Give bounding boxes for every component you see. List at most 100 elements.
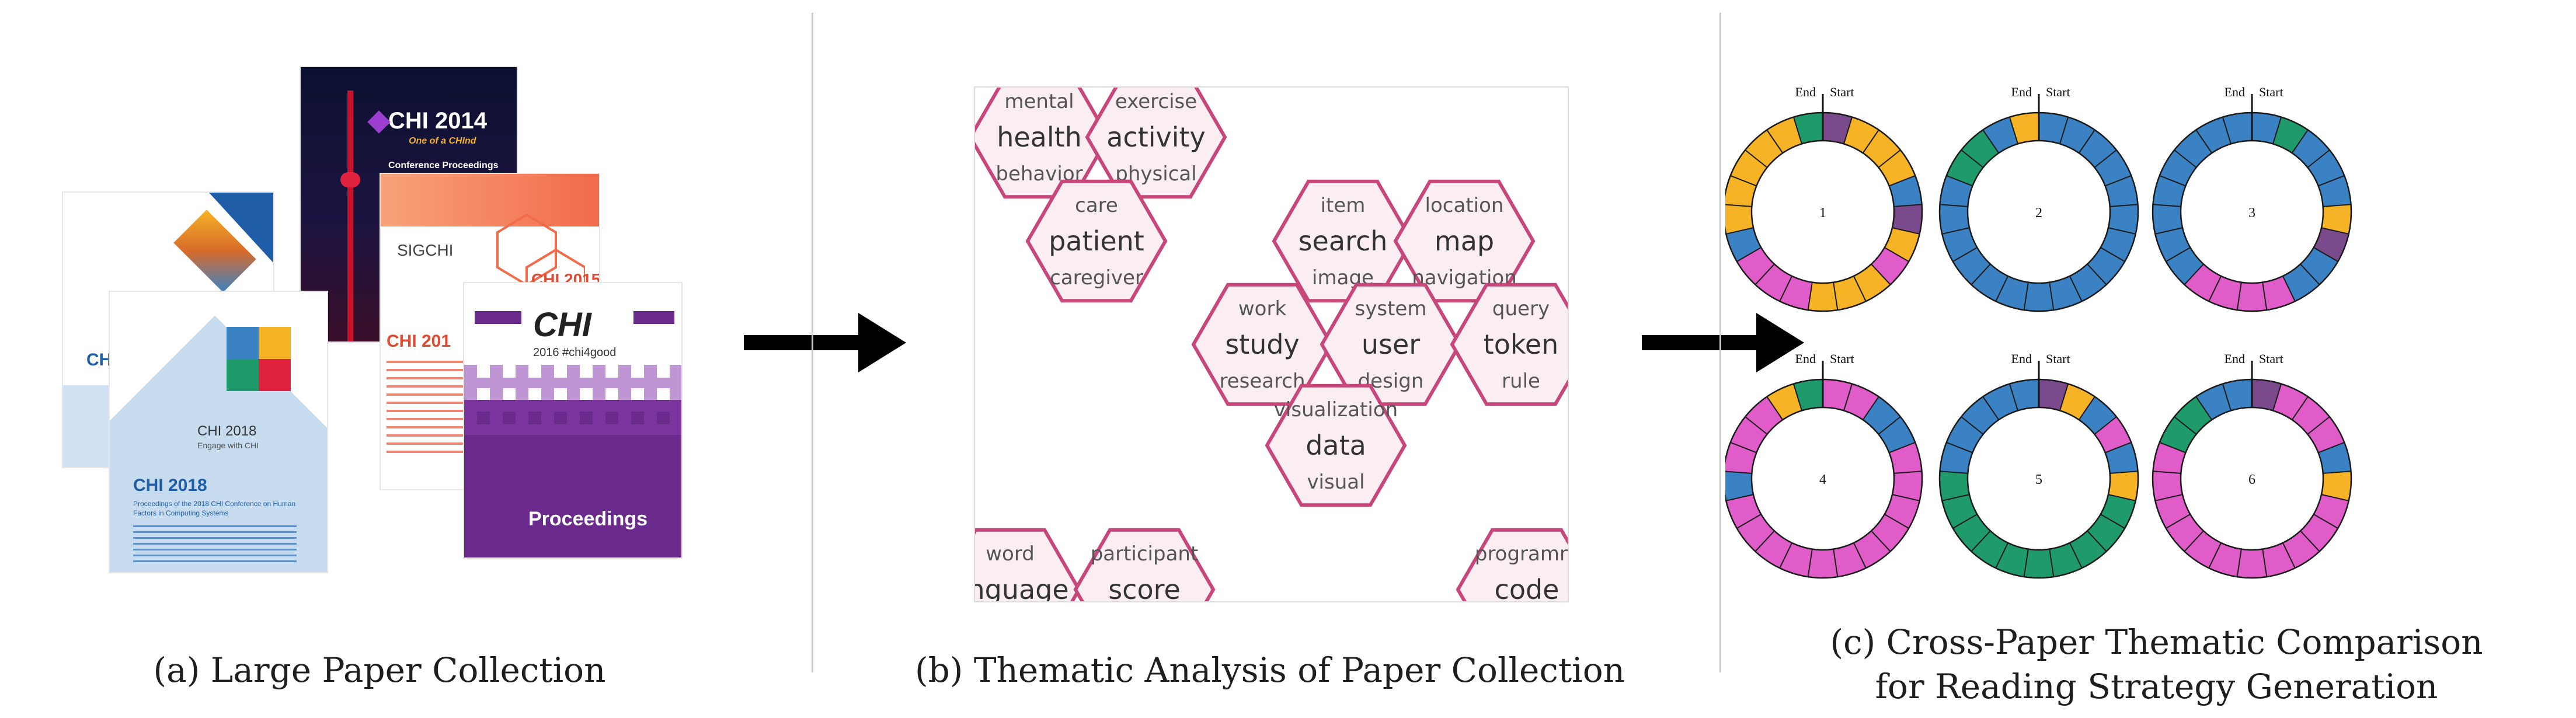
segment-divider: [1726, 227, 1754, 235]
segment-divider: [2049, 549, 2055, 577]
segment-divider: [1730, 441, 1757, 454]
cover-chi2016: CHI 2016 #chi4good Proceedings: [464, 283, 681, 557]
segment-divider: [2069, 276, 2083, 302]
ring-segment: [1892, 471, 1922, 501]
ring-number: 1: [1819, 205, 1826, 221]
hexagon-term-top: item: [1321, 194, 1366, 217]
segment-divider: [1779, 276, 1793, 302]
chi2014-title: CHI 2014: [388, 108, 487, 134]
segment-divider: [2318, 441, 2345, 454]
end-label: End: [2225, 351, 2245, 366]
ring-segment: [2079, 130, 2117, 168]
ring-segment: [1767, 384, 1802, 420]
segment-divider: [2087, 263, 2107, 285]
ring-segment: [2166, 248, 2203, 285]
hexagon-term-mid: health: [997, 121, 1082, 153]
segment-divider: [2272, 384, 2282, 411]
chi2018-title: CHI 2018: [133, 476, 207, 495]
segment-divider: [2078, 129, 2095, 154]
segment-divider: [1995, 542, 2009, 569]
ring-segment: [2060, 384, 2095, 420]
segment-divider: [2184, 530, 2204, 552]
segment-divider: [2222, 117, 2232, 144]
ring-segment: [2273, 384, 2308, 420]
segment-divider: [1942, 494, 1970, 501]
segment-divider: [1892, 227, 1920, 235]
segment-divider: [1982, 129, 2000, 154]
segment-divider: [1766, 129, 1784, 154]
segment-divider: [2313, 514, 2338, 529]
segment-divider: [2008, 117, 2018, 144]
ring-segment: [2318, 442, 2351, 473]
segment-divider: [1853, 276, 1867, 302]
segment-divider: [1843, 384, 1853, 411]
hexagon-term-mid: patient: [1049, 225, 1144, 257]
segment-divider: [2321, 494, 2349, 501]
ring-segment: [2292, 396, 2330, 434]
segment-divider: [2166, 247, 2191, 262]
chi2015-fineprint: [387, 361, 474, 454]
segment-divider: [1946, 441, 1973, 454]
chi2018-logo-text: CHI 2018: [197, 423, 257, 439]
segment-divider: [2078, 396, 2095, 420]
ring-segment: [2024, 549, 2054, 578]
segment-divider: [2166, 514, 2191, 529]
ring-number: 2: [2035, 205, 2042, 221]
end-label: End: [1795, 85, 1816, 99]
ring-segment: [2039, 379, 2069, 411]
segment-divider: [1893, 470, 1922, 474]
segment-divider: [2155, 494, 2183, 501]
topic-hexagon[interactable]: wordanguage: [975, 528, 1081, 601]
hexagon-term-top: exercise: [1115, 90, 1197, 113]
ring-segment: [1725, 204, 1754, 234]
caption-c-line1: (c) Cross-Paper Thematic Comparison: [1830, 622, 2483, 662]
ring-segment: [2300, 514, 2338, 552]
chi2016-pixels: [464, 365, 681, 435]
hexagon-term-top: mental: [1004, 90, 1074, 113]
hexagon-term-top: location: [1425, 194, 1504, 217]
segment-divider: [2094, 416, 2117, 435]
ring-segment: [1726, 228, 1762, 262]
segment-divider: [2159, 441, 2186, 454]
segment-divider: [1884, 247, 1909, 262]
ring-number: 5: [2035, 472, 2042, 487]
ring-segment: [1767, 117, 1802, 154]
caption-c-line2: for Reading Strategy Generation: [1875, 667, 2438, 706]
ring-segment: [2100, 494, 2136, 528]
segment-divider: [2184, 263, 2204, 285]
ring-segment: [2273, 117, 2308, 154]
ring-segment: [2174, 130, 2212, 168]
segment-divider: [1843, 117, 1853, 144]
segment-divider: [1792, 384, 1802, 411]
segment-divider: [2291, 129, 2309, 154]
ring-segment: [2174, 396, 2212, 434]
ring-segment: [1884, 494, 1920, 528]
segment-divider: [2100, 514, 2125, 529]
ring-segment: [1823, 113, 1853, 144]
ring-segment: [2100, 228, 2136, 262]
ring-segment: [2060, 117, 2095, 154]
segment-divider: [1766, 396, 1784, 420]
topic-hexagon[interactable]: programmcode: [1456, 528, 1568, 601]
segment-divider: [1755, 263, 1775, 285]
ring-segment: [1793, 379, 1823, 411]
segment-divider: [2109, 204, 2138, 207]
ring-segment: [2155, 494, 2191, 528]
segment-divider: [2300, 263, 2320, 285]
